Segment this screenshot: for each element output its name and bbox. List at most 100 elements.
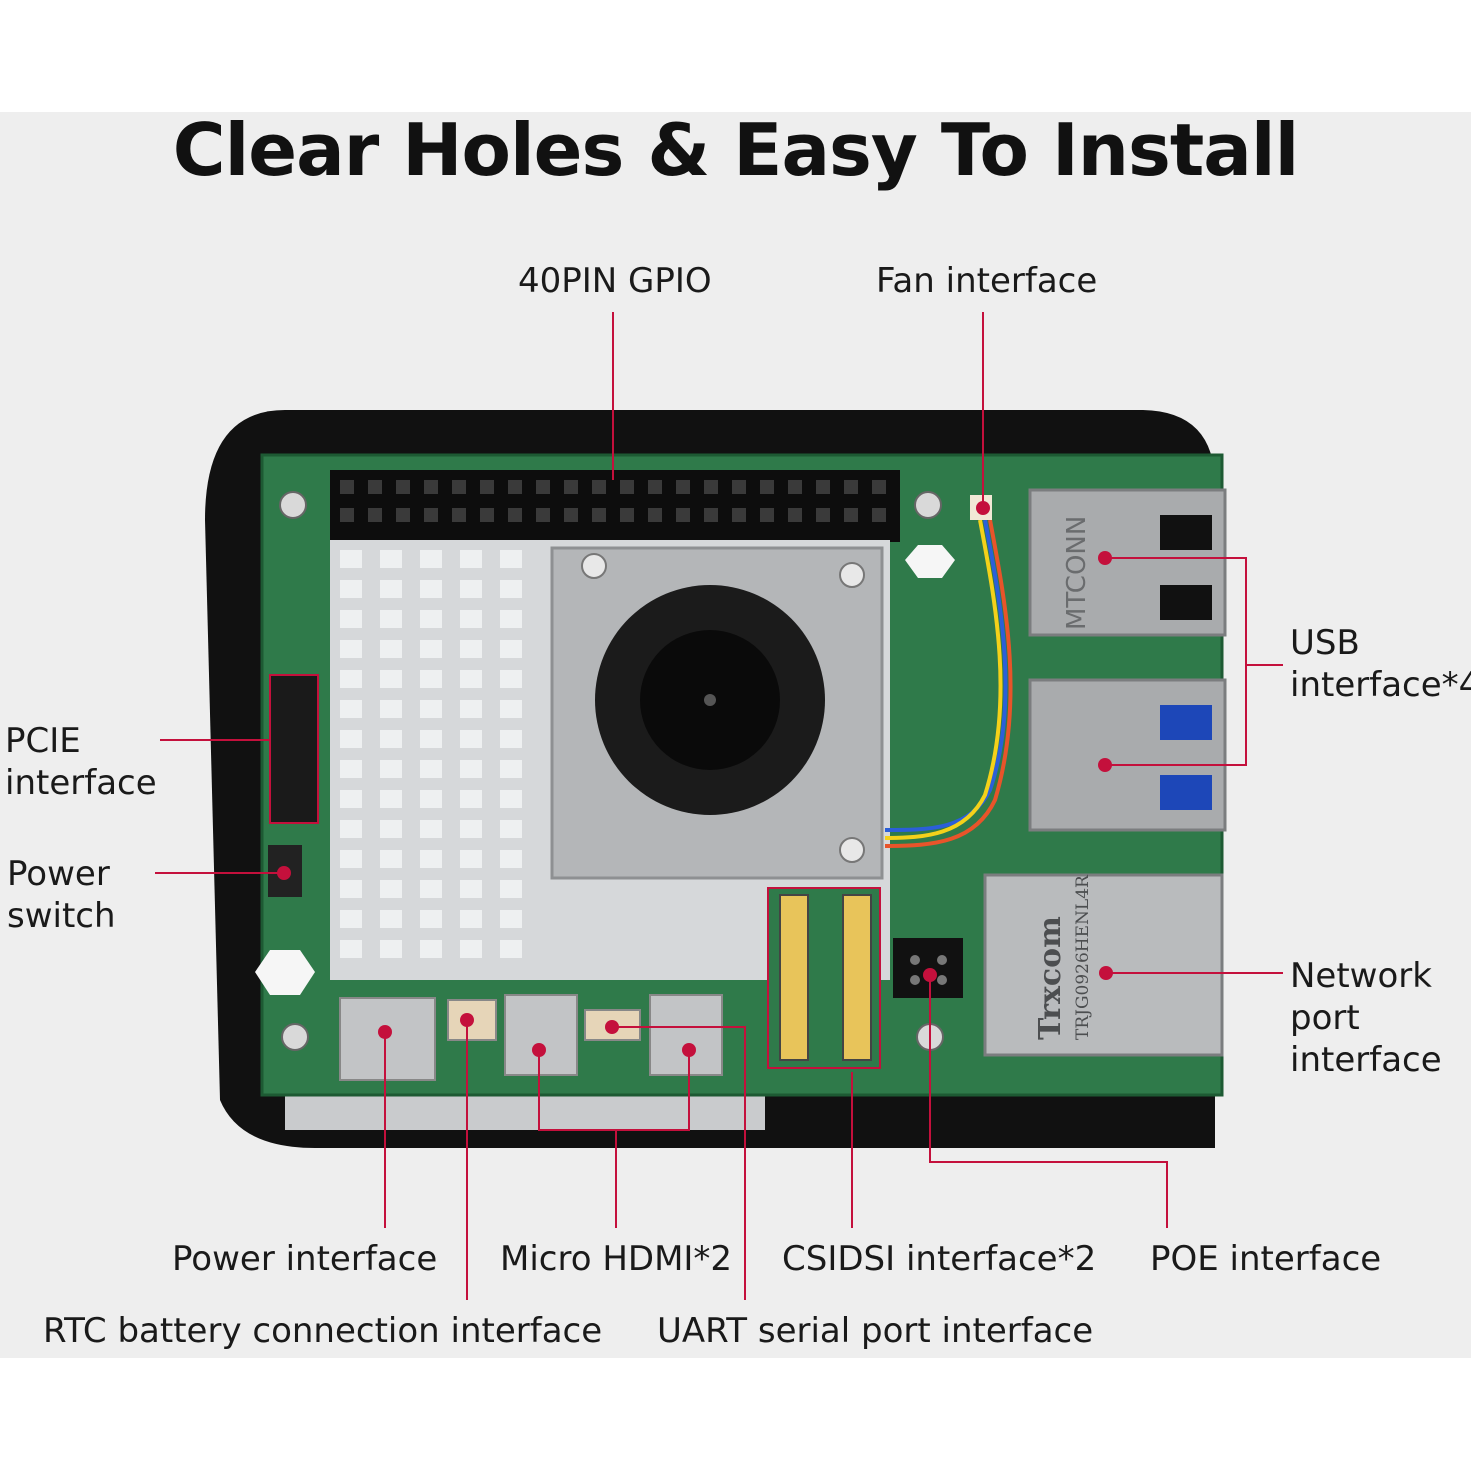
heatsink-fin xyxy=(500,670,522,688)
heatsink-fin xyxy=(500,850,522,868)
heatsink-fin xyxy=(380,730,402,748)
heatsink-fin xyxy=(420,790,442,808)
ethernet-brand-marking: Trxcom xyxy=(1033,916,1068,1040)
gpio-pin xyxy=(592,480,606,494)
usb-ports xyxy=(1028,488,1227,832)
gpio-pin xyxy=(508,480,522,494)
heatsink-fin xyxy=(420,700,442,718)
heatsink-fin xyxy=(500,700,522,718)
gpio-header xyxy=(330,470,900,542)
label-power-switch-2: switch xyxy=(7,896,116,936)
heatsink-fin xyxy=(460,820,482,838)
gpio-pin xyxy=(564,508,578,522)
heatsink-fin xyxy=(380,550,402,568)
heatsink-fin xyxy=(340,670,362,688)
gpio-pin xyxy=(620,508,634,522)
csi-dsi-connectors xyxy=(767,887,881,1069)
label-gpio: 40PIN GPIO xyxy=(518,261,712,301)
gpio-pin xyxy=(368,508,382,522)
gpio-pin xyxy=(704,480,718,494)
heatsink-fin xyxy=(340,550,362,568)
heatsink-fin xyxy=(340,730,362,748)
heatsink-fin xyxy=(500,790,522,808)
heatsink-fin xyxy=(340,760,362,778)
heatsink-fin xyxy=(340,820,362,838)
fan-cable xyxy=(884,519,1008,832)
heatsink-fin xyxy=(380,640,402,658)
ethernet-part-marking: TRJG0926HENL4R xyxy=(1073,874,1093,1040)
heatsink-fin xyxy=(460,580,482,598)
heatsink-fin xyxy=(340,910,362,928)
heatsink-fin xyxy=(340,880,362,898)
heatsink-fin xyxy=(380,850,402,868)
page-title: Clear Holes & Easy To Install xyxy=(172,108,1300,192)
heatsink-fin xyxy=(460,790,482,808)
label-csidsi: CSIDSI interface*2 xyxy=(782,1239,1097,1279)
heatsink-fin xyxy=(460,670,482,688)
heatsink-fin xyxy=(340,610,362,628)
heatsink-fin xyxy=(380,820,402,838)
heatsink-fin xyxy=(380,910,402,928)
heatsink-fin xyxy=(500,730,522,748)
heatsink-fin xyxy=(380,580,402,598)
label-power-interface: Power interface xyxy=(172,1239,438,1279)
label-network-3: interface xyxy=(1290,1040,1442,1080)
label-poe: POE interface xyxy=(1150,1239,1382,1279)
gpio-pin xyxy=(480,480,494,494)
heatsink-fin xyxy=(420,730,442,748)
heatsink-fin xyxy=(500,910,522,928)
heatsink-fin xyxy=(460,640,482,658)
gpio-pin xyxy=(872,480,886,494)
heatsink-fin xyxy=(460,730,482,748)
gpio-pin xyxy=(620,480,634,494)
micro-hdmi-1 xyxy=(649,994,723,1076)
heatsink-fin xyxy=(420,580,442,598)
gpio-pin xyxy=(396,480,410,494)
heatsink-fin xyxy=(380,610,402,628)
gpio-pin xyxy=(508,508,522,522)
heatsink-fin xyxy=(500,820,522,838)
gpio-pin xyxy=(732,480,746,494)
callout-lines xyxy=(155,312,1283,1300)
gpio-pin xyxy=(564,480,578,494)
heatsink-fin xyxy=(380,790,402,808)
gpio-pin xyxy=(676,508,690,522)
gpio-pin xyxy=(480,508,494,522)
gpio-pin xyxy=(704,508,718,522)
gpio-pin xyxy=(648,508,662,522)
heatsink-fin xyxy=(460,760,482,778)
heatsink-fin xyxy=(460,700,482,718)
poe-header xyxy=(893,938,963,998)
heatsink-fin xyxy=(340,640,362,658)
heatsink-fin xyxy=(460,610,482,628)
rtc-connector xyxy=(447,999,497,1041)
heatsink-fin xyxy=(340,700,362,718)
gpio-pin xyxy=(816,508,830,522)
gpio-pin xyxy=(340,480,354,494)
label-usb-1: USB xyxy=(1290,623,1360,663)
heatsink-fin xyxy=(460,940,482,958)
heatsink-fin xyxy=(420,940,442,958)
label-network-2: port xyxy=(1290,998,1360,1038)
label-rtc: RTC battery connection interface xyxy=(43,1311,603,1351)
gpio-pin xyxy=(788,480,802,494)
label-uart: UART serial port interface xyxy=(657,1311,1094,1351)
heatsink-fin xyxy=(460,850,482,868)
gpio-pin xyxy=(816,480,830,494)
heatsink-fin xyxy=(420,910,442,928)
heatsink-fin xyxy=(500,610,522,628)
label-network-1: Network xyxy=(1290,956,1432,996)
cooling-fan xyxy=(550,546,884,880)
uart-connector xyxy=(584,1009,641,1041)
gpio-pin xyxy=(760,480,774,494)
label-pcie-2: interface xyxy=(5,763,157,803)
heatsink-fin xyxy=(340,850,362,868)
micro-hdmi-0 xyxy=(504,994,578,1076)
gpio-pin xyxy=(340,508,354,522)
gpio-pin xyxy=(396,508,410,522)
heatsink-fin xyxy=(380,760,402,778)
label-pcie-1: PCIE xyxy=(5,721,81,761)
gpio-pin xyxy=(648,480,662,494)
heatsink-fin xyxy=(500,640,522,658)
gpio-pin xyxy=(452,508,466,522)
